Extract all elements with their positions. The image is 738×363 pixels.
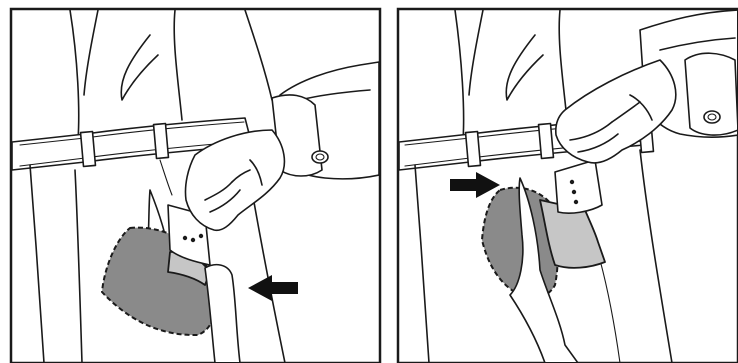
grip-dot <box>183 236 187 240</box>
belt-loop <box>539 124 554 159</box>
belt-loop <box>154 124 169 159</box>
grip-dot <box>574 200 578 204</box>
grip-dot <box>572 190 576 194</box>
grip-dot <box>199 234 203 238</box>
panel-left <box>11 9 380 363</box>
grip-dot <box>191 238 195 242</box>
panel-right <box>398 9 738 363</box>
grip-dot <box>570 180 574 184</box>
cufflink <box>312 151 328 163</box>
belt-loop <box>466 132 481 167</box>
cufflink <box>704 111 720 123</box>
belt-loop <box>81 132 96 167</box>
